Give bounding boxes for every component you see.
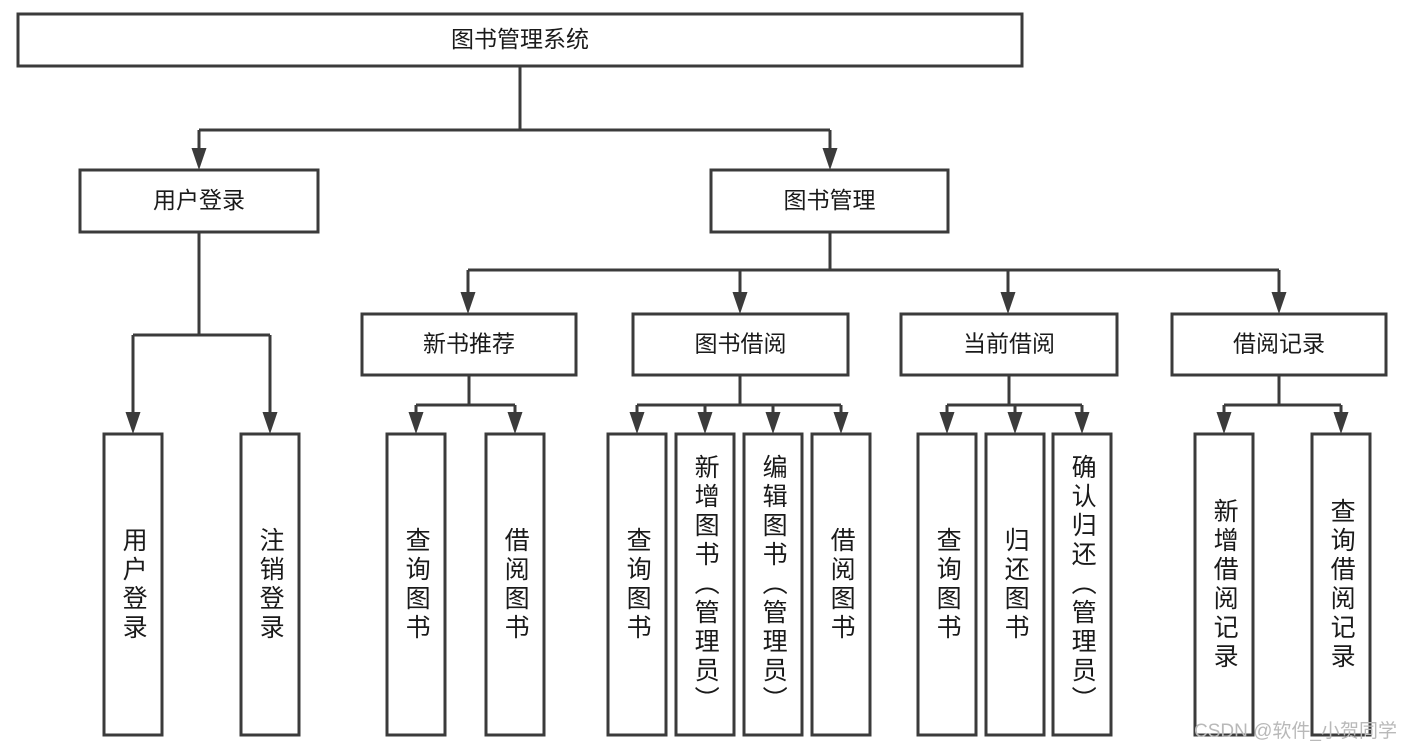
node-leaf-borrow-book-1[interactable]: [484, 432, 546, 737]
grp-book-borrow-branch-0-arrowhead: [629, 412, 645, 434]
node-user-login[interactable]: [78, 168, 320, 234]
root-branch-0-arrowhead: [191, 148, 207, 170]
boxes-layer: [16, 12, 1388, 737]
book-manage-branch-1-arrowhead: [732, 292, 748, 314]
node-leaf-query-book-1[interactable]: [385, 432, 447, 737]
book-manage-branch-2-arrowhead: [1000, 292, 1016, 314]
book-manage-branch-3-arrowhead: [1271, 292, 1287, 314]
node-borrow-record-label: 借阅记录: [1233, 331, 1325, 357]
node-current-borrow-label: 当前借阅: [963, 331, 1055, 357]
grp-current-borrow-branch-0-arrowhead: [939, 412, 955, 434]
grp-book-borrow-branch-3-arrowhead: [833, 412, 849, 434]
grp-new-book-rec-branch-1-arrowhead: [507, 412, 523, 434]
node-leaf-return-book[interactable]: [984, 432, 1046, 737]
grp-current-borrow-branch-2-arrowhead: [1074, 412, 1090, 434]
node-leaf-borrow-book-2[interactable]: [810, 432, 872, 737]
node-leaf-query-record[interactable]: [1310, 432, 1372, 737]
grp-book-borrow-branch-1-arrowhead: [697, 412, 713, 434]
root-branch-1-arrowhead: [822, 148, 838, 170]
grp-book-borrow-branch-2-arrowhead: [765, 412, 781, 434]
node-new-book-rec[interactable]: [360, 312, 578, 377]
node-current-borrow[interactable]: [899, 312, 1119, 377]
grp-user-login-branch-0-arrowhead: [125, 412, 141, 434]
csdn-watermark: CSDN @软件_小贺同学: [1194, 721, 1397, 742]
node-root-label: 图书管理系统: [451, 26, 589, 52]
grp-borrow-record-branch-1-arrowhead: [1333, 412, 1349, 434]
node-leaf-query-book-2[interactable]: [606, 432, 668, 737]
grp-borrow-record-branch-0-arrowhead: [1216, 412, 1232, 434]
node-leaf-edit-book[interactable]: [742, 432, 804, 737]
node-leaf-add-record[interactable]: [1193, 432, 1255, 737]
node-user-login-label: 用户登录: [153, 187, 245, 213]
node-leaf-confirm-return[interactable]: [1051, 432, 1113, 737]
node-book-borrow[interactable]: [631, 312, 850, 377]
connectors-layer: [125, 66, 1349, 434]
node-new-book-rec-label: 新书推荐: [423, 331, 515, 357]
node-borrow-record[interactable]: [1170, 312, 1388, 377]
node-leaf-logout[interactable]: [239, 432, 301, 737]
node-book-borrow-label: 图书借阅: [695, 331, 787, 357]
node-book-manage-label: 图书管理: [784, 187, 876, 213]
grp-current-borrow-branch-1-arrowhead: [1007, 412, 1023, 434]
book-manage-branch-0-arrowhead: [460, 292, 476, 314]
grp-new-book-rec-branch-0-arrowhead: [408, 412, 424, 434]
node-leaf-user-login[interactable]: [102, 432, 164, 737]
node-leaf-add-book[interactable]: [674, 432, 736, 737]
grp-user-login-branch-1-arrowhead: [262, 412, 278, 434]
node-root[interactable]: [16, 12, 1024, 68]
node-leaf-query-book-3[interactable]: [916, 432, 978, 737]
node-book-manage[interactable]: [709, 168, 950, 234]
